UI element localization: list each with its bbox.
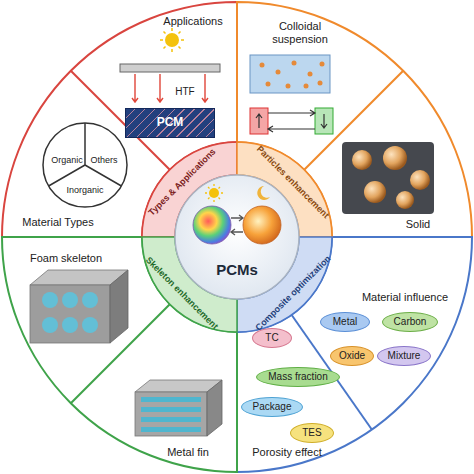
particle	[260, 63, 265, 68]
fin-slot	[141, 397, 201, 402]
sector-title: Material Types	[8, 216, 108, 229]
factor-ellipse: TC	[252, 328, 292, 348]
particle	[320, 62, 325, 67]
particle	[286, 84, 291, 89]
node-text: TES	[302, 427, 321, 439]
arrow-left	[231, 229, 243, 235]
arrow-right	[231, 215, 243, 221]
particle	[292, 61, 297, 66]
sun-icon	[209, 188, 219, 198]
solid-particle	[352, 150, 372, 170]
heat-flow	[132, 74, 208, 102]
solid-particle	[396, 191, 414, 209]
sector-panel: Colloidal suspension	[240, 5, 370, 145]
sector-panel: Solid	[330, 130, 460, 235]
sector-panel: Foam skeleton	[10, 240, 140, 360]
sun-icon	[165, 33, 179, 47]
particle	[276, 70, 281, 75]
sun-rays	[205, 184, 223, 202]
type-pie	[43, 123, 127, 207]
core-circle	[175, 175, 299, 299]
absorber-plate	[120, 64, 220, 72]
pcm-block: PCM	[125, 108, 215, 138]
foam-pores	[42, 292, 98, 333]
node-text: TC	[265, 332, 278, 344]
solid-particle	[383, 146, 407, 170]
text-label: Inorganic	[60, 185, 110, 195]
fin-slot	[141, 427, 201, 432]
particle	[266, 82, 271, 87]
factor-ellipse: Oxide	[330, 346, 374, 366]
sector-panel: Material influenceMetal CarbonOxide Mixtur…	[300, 240, 465, 375]
sector-title: Porosity effect	[237, 446, 337, 459]
fin-block	[135, 392, 207, 436]
solid-particle	[410, 170, 430, 190]
sector-title: Material influence	[350, 291, 460, 304]
solid-matrix	[342, 142, 434, 214]
moon-icon	[257, 186, 270, 200]
pie-dividers	[49, 123, 122, 186]
factor-ellipse: TES	[290, 423, 334, 443]
particle	[304, 84, 309, 89]
pore	[82, 317, 98, 333]
solid-particle	[364, 181, 386, 203]
sector-panel: Porosity effect TC Mass fractionPackageTES	[240, 320, 390, 465]
node-text: PCM	[157, 116, 184, 130]
pore	[42, 292, 58, 308]
text-label: HTF	[165, 86, 205, 98]
suspension-tank	[250, 55, 330, 93]
factor-ellipse: Package	[241, 397, 303, 417]
sector-title: Foam skeleton	[16, 252, 116, 265]
node-text: Oxide	[339, 350, 365, 362]
sector-panel: Metal fin	[110, 330, 235, 465]
sector-title: Applications	[153, 15, 233, 28]
loop-arrows	[256, 110, 327, 132]
cool-sphere	[243, 206, 281, 244]
foam-side	[110, 270, 128, 343]
sector-title: Metal fin	[153, 446, 223, 459]
fin-slot	[141, 417, 201, 422]
particle	[318, 81, 323, 86]
sector-panel: Material Types	[10, 115, 170, 235]
node-text: Carbon	[394, 316, 427, 328]
text-label: Others	[86, 155, 122, 165]
node-text: PCMs	[207, 261, 267, 278]
pore	[62, 292, 78, 308]
sector-title: Colloidal suspension	[263, 20, 337, 45]
node-text: Package	[253, 401, 292, 413]
node-text: Metal	[333, 316, 357, 328]
fin-slot	[141, 407, 201, 412]
pore	[62, 317, 78, 333]
particles	[260, 61, 325, 89]
pore	[82, 292, 98, 308]
node-text: Mixture	[388, 350, 421, 362]
text-label: Organic	[47, 155, 87, 165]
fin-side	[207, 380, 222, 436]
sector-title: Solid	[393, 218, 443, 231]
factor-ellipse: Carbon	[382, 312, 438, 332]
pore	[42, 317, 58, 333]
factor-ellipse: Mass fraction	[256, 367, 340, 387]
node-text: Mass fraction	[268, 371, 327, 383]
hot-sphere	[193, 206, 231, 244]
particle	[308, 72, 313, 77]
factor-ellipse: Metal	[320, 312, 370, 332]
foam-front	[30, 285, 110, 343]
sector-panel: ApplicationsPCM	[100, 5, 237, 145]
center-circle: PCMs	[175, 175, 299, 299]
factor-ellipse: Mixture	[377, 346, 431, 366]
sun-rays	[160, 28, 184, 52]
